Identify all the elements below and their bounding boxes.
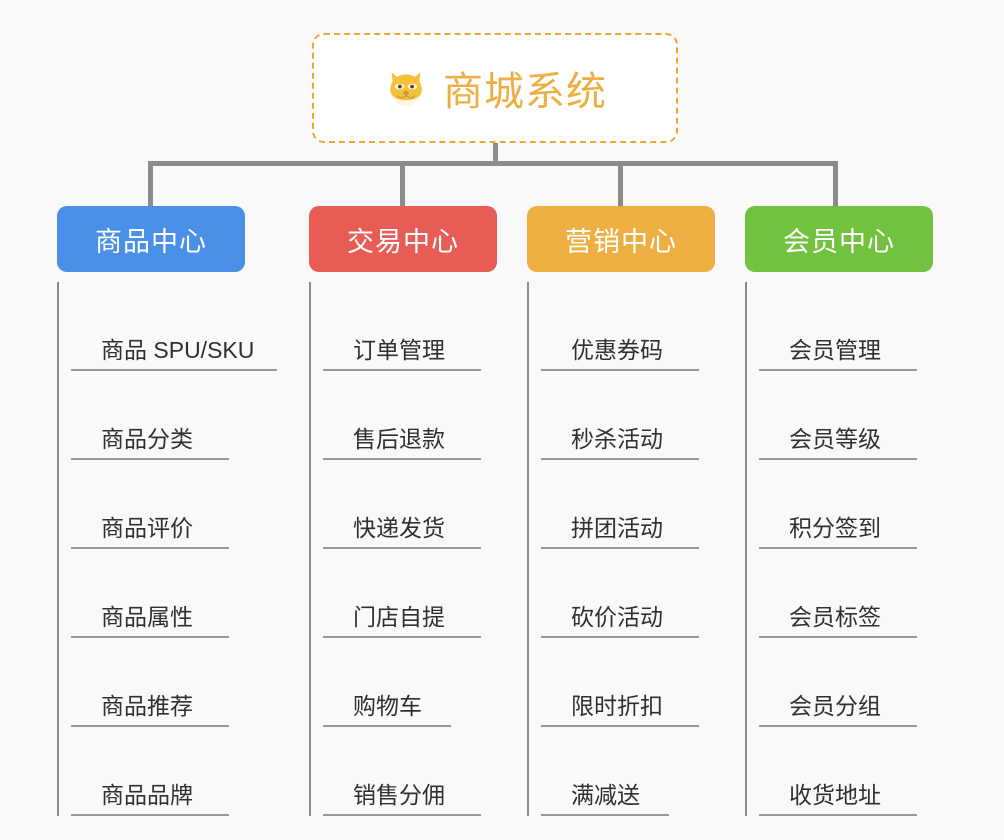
list-item[interactable]: 商品分类: [71, 371, 229, 460]
list-item[interactable]: 限时折扣: [541, 638, 699, 727]
root-node-content: 商城系统: [383, 59, 607, 117]
list-item[interactable]: 积分签到: [759, 460, 917, 549]
list-item-label: 秒杀活动: [571, 425, 663, 452]
category-header-4[interactable]: 会员中心: [745, 206, 933, 272]
list-item[interactable]: 订单管理: [323, 282, 481, 371]
connector-drop-2: [400, 161, 405, 206]
list-item-label: 门店自提: [353, 603, 445, 630]
list-item-label: 订单管理: [353, 336, 445, 363]
shiba-inu-dog-face-icon: [383, 65, 429, 111]
trunk-line-1: [57, 282, 59, 816]
list-item[interactable]: 砍价活动: [541, 549, 699, 638]
list-item-label: 砍价活动: [571, 603, 663, 630]
list-item-label: 会员等级: [789, 425, 881, 452]
list-item[interactable]: 优惠券码: [541, 282, 699, 371]
category-header-2[interactable]: 交易中心: [309, 206, 497, 272]
category-column-4: 会员中心 会员管理 会员等级 积分签到 会员标签 会员分组 收货地址: [745, 206, 933, 816]
list-item[interactable]: 会员分组: [759, 638, 917, 727]
trunk-line-3: [527, 282, 529, 816]
list-item-label: 商品评价: [101, 514, 193, 541]
list-item[interactable]: 商品 SPU/SKU: [71, 282, 277, 371]
root-node-shopping-mall-system[interactable]: 商城系统: [312, 33, 678, 143]
list-item[interactable]: 满减送: [541, 727, 669, 816]
list-item-label: 会员分组: [789, 692, 881, 719]
category-children-3: 优惠券码 秒杀活动 拼团活动 砍价活动 限时折扣 满减送: [527, 282, 715, 816]
list-item[interactable]: 会员管理: [759, 282, 917, 371]
list-item-label: 商品推荐: [101, 692, 193, 719]
list-item[interactable]: 会员等级: [759, 371, 917, 460]
list-item-label: 售后退款: [353, 425, 445, 452]
list-item[interactable]: 收货地址: [759, 727, 917, 816]
list-item[interactable]: 拼团活动: [541, 460, 699, 549]
list-item-label: 快递发货: [353, 514, 445, 541]
connector-drop-4: [833, 161, 838, 206]
category-column-3: 营销中心 优惠券码 秒杀活动 拼团活动 砍价活动 限时折扣 满减送: [527, 206, 715, 816]
list-item[interactable]: 商品属性: [71, 549, 229, 638]
list-item-label: 商品分类: [101, 425, 193, 452]
list-item[interactable]: 销售分佣: [323, 727, 481, 816]
list-item-label: 购物车: [353, 692, 422, 719]
list-item[interactable]: 售后退款: [323, 371, 481, 460]
category-column-2: 交易中心 订单管理 售后退款 快递发货 门店自提 购物车 销售分佣: [309, 206, 497, 816]
trunk-line-2: [309, 282, 311, 816]
list-item[interactable]: 门店自提: [323, 549, 481, 638]
list-item[interactable]: 商品品牌: [71, 727, 229, 816]
category-children-4: 会员管理 会员等级 积分签到 会员标签 会员分组 收货地址: [745, 282, 933, 816]
trunk-line-4: [745, 282, 747, 816]
list-item-label: 限时折扣: [571, 692, 663, 719]
list-item[interactable]: 快递发货: [323, 460, 481, 549]
connector-horizontal-bus: [148, 161, 838, 166]
list-item-label: 商品品牌: [101, 781, 193, 808]
connector-drop-3: [618, 161, 623, 206]
list-item[interactable]: 商品推荐: [71, 638, 229, 727]
list-item-label: 销售分佣: [353, 781, 445, 808]
connector-root-stem: [493, 143, 498, 165]
list-item[interactable]: 会员标签: [759, 549, 917, 638]
list-item-label: 积分签到: [789, 514, 881, 541]
list-item[interactable]: 商品评价: [71, 460, 229, 549]
list-item-label: 拼团活动: [571, 514, 663, 541]
list-item[interactable]: 秒杀活动: [541, 371, 699, 460]
list-item-label: 商品属性: [101, 603, 193, 630]
category-header-3[interactable]: 营销中心: [527, 206, 715, 272]
list-item-label: 满减送: [571, 781, 640, 808]
list-item-label: 优惠券码: [571, 336, 663, 363]
list-item[interactable]: 购物车: [323, 638, 451, 727]
list-item-label: 商品 SPU/SKU: [101, 336, 255, 363]
list-item-label: 会员标签: [789, 603, 881, 630]
category-children-2: 订单管理 售后退款 快递发货 门店自提 购物车 销售分佣: [309, 282, 497, 816]
list-item-label: 收货地址: [789, 781, 881, 808]
connector-drop-1: [148, 161, 153, 206]
root-node-title: 商城系统: [443, 70, 607, 114]
category-header-1[interactable]: 商品中心: [57, 206, 245, 272]
category-column-1: 商品中心 商品 SPU/SKU 商品分类 商品评价 商品属性 商品推荐 商品品牌: [57, 206, 277, 816]
list-item-label: 会员管理: [789, 336, 881, 363]
category-children-1: 商品 SPU/SKU 商品分类 商品评价 商品属性 商品推荐 商品品牌: [57, 282, 277, 816]
